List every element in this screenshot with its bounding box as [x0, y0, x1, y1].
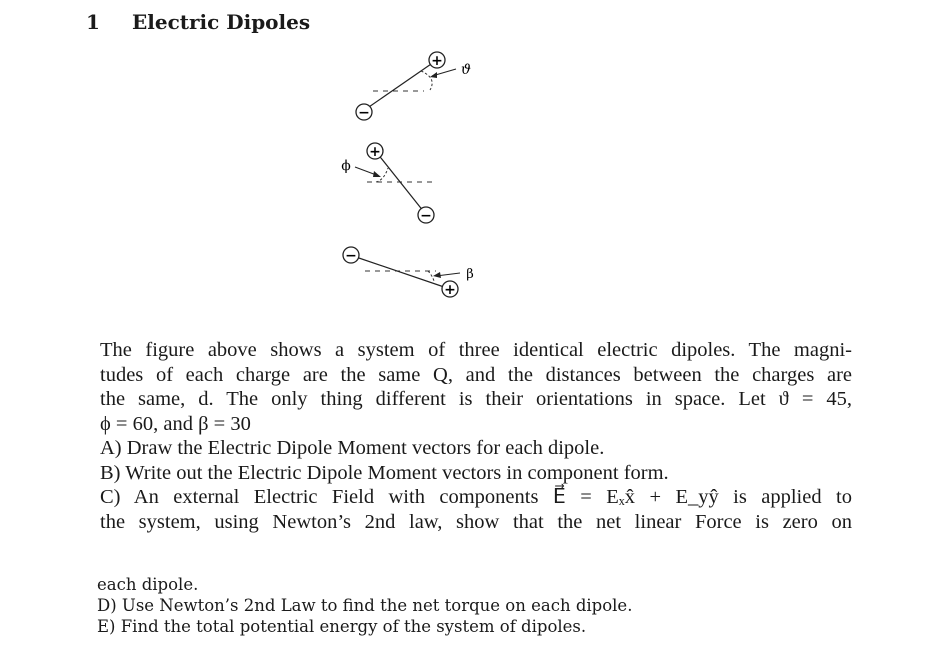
- section-heading: 1 Electric Dipoles: [86, 10, 310, 34]
- dipole-3: − + β: [342, 246, 474, 298]
- dipole-2-rod: [376, 152, 425, 213]
- dipole-3-positive-symbol: +: [444, 282, 456, 298]
- intro-line-4: ϕ = 60, and β = 30: [100, 412, 251, 435]
- dipole-1-negative-symbol: −: [358, 105, 370, 121]
- dipole-2-angle-arrowhead: [373, 171, 381, 177]
- dipoles-figure: + − ϑ + − ϕ − + β: [341, 51, 474, 298]
- dipole-2-negative-symbol: −: [420, 208, 432, 224]
- angle-label-theta: ϑ: [461, 62, 471, 78]
- intro-line-3: the same, d. The only thing different is…: [100, 388, 852, 410]
- angle-label-beta: β: [466, 267, 474, 282]
- dipole-2-positive-symbol: +: [369, 144, 381, 160]
- dipole-1-angle-arrowhead: [430, 72, 437, 78]
- dipole-2-angle-arc: [375, 167, 389, 183]
- dipole-2-negative-charge: [417, 206, 435, 224]
- dipole-3-positive-charge: [441, 280, 459, 298]
- problem-statement: The figure above shows a system of three…: [100, 338, 852, 534]
- part-e: E) Find the total potential energy of th…: [97, 617, 587, 636]
- dipole-1-angle-arc: [420, 70, 433, 91]
- intro-line-2: tudes of each charge are the same Q, and…: [100, 363, 852, 386]
- part-b: B) Write out the Electric Dipole Moment …: [100, 461, 669, 484]
- part-c-line-2: the system, using Newton’s 2nd law, show…: [100, 510, 852, 533]
- dipole-1-rod: [365, 61, 435, 110]
- angle-label-phi: ϕ: [341, 158, 351, 174]
- dipole-3-angle-arc: [427, 270, 435, 282]
- dipole-2: + − ϕ: [341, 142, 436, 224]
- part-d: D) Use Newton’s 2nd Law to find the net …: [97, 596, 633, 615]
- dipole-3-negative-charge: [342, 246, 360, 264]
- dipole-2-positive-charge: [366, 142, 384, 160]
- part-c-line-1: C) An external Electric Field with compo…: [100, 486, 852, 508]
- dipole-3-rod: [352, 255, 448, 289]
- section-number: 1: [86, 10, 100, 34]
- part-c-line-3: each dipole.: [97, 575, 199, 594]
- dipole-1-positive-charge: [428, 51, 446, 69]
- section-title: Electric Dipoles: [132, 10, 311, 34]
- dipole-1: + − ϑ: [355, 51, 471, 121]
- problem-continuation: each dipole. D) Use Newton’s 2nd Law to …: [97, 574, 857, 637]
- dipole-3-negative-symbol: −: [345, 248, 357, 264]
- dipole-1-positive-symbol: +: [431, 53, 443, 69]
- dipole-1-negative-charge: [355, 103, 373, 121]
- intro-line-1: The figure above shows a system of three…: [100, 339, 852, 361]
- dipole-3-angle-arrowhead: [433, 272, 441, 278]
- part-a: A) Draw the Electric Dipole Moment vecto…: [100, 437, 605, 459]
